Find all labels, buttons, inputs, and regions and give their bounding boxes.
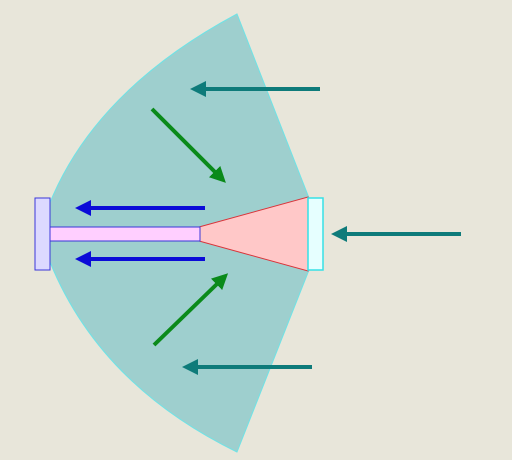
end-plate — [34, 197, 51, 271]
entrance-window — [307, 197, 324, 271]
diagonal-arrow-upper — [150, 107, 226, 183]
diagonal-arrow-lower — [152, 273, 229, 347]
rod-shaft — [34, 226, 201, 242]
